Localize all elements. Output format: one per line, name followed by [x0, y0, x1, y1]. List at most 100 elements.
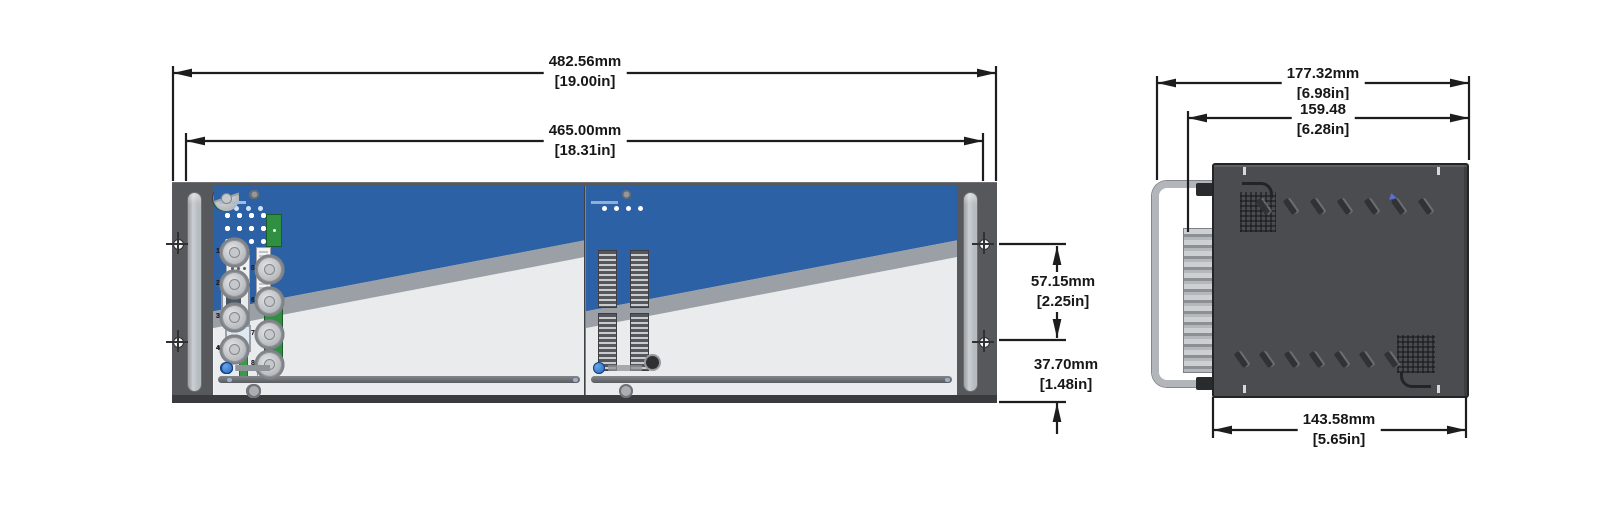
vent-slot [1309, 197, 1325, 216]
dim-value-in: [2.25in] [1036, 293, 1090, 310]
module-handle [219, 376, 234, 383]
channel-label: 1 [216, 248, 220, 255]
rack-handle-left [188, 193, 201, 391]
dim-value-in: [5.65in] [1312, 431, 1366, 448]
channel-label: 6 [251, 297, 255, 304]
led-indicator [261, 226, 266, 231]
channel-label: 8 [251, 360, 255, 367]
channel-label: 1 [216, 248, 220, 255]
led-indicator [249, 239, 254, 244]
channel-label: 5 [251, 265, 255, 272]
dim-side-panel-depth: 159.48 [6.28in] [1291, 100, 1355, 140]
vent-slot [1336, 197, 1352, 216]
side-view-handle [1152, 181, 1217, 387]
dim-front-overall-width: 482.56mm [19.00in] [543, 52, 627, 92]
channel-label: 3 [216, 313, 220, 320]
channel-label: 3 [216, 313, 220, 320]
dim-hole-to-bottom: 37.70mm [1.48in] [1028, 355, 1104, 395]
channel-label: 2 [216, 280, 220, 287]
dim-value-mm: 37.70mm [1033, 356, 1099, 373]
vent-slot [1233, 350, 1249, 369]
dim-value-in: [6.28in] [1296, 121, 1350, 138]
led-indicator [249, 226, 254, 231]
vent-slot [1283, 350, 1299, 369]
bnc-connector [257, 321, 282, 347]
channel-label: 6 [251, 297, 255, 304]
panel-slot [1243, 167, 1246, 175]
vent-mesh-frame [1400, 372, 1431, 388]
channel-label: 7 [251, 330, 255, 337]
channel-label: 6 [251, 297, 255, 304]
screw-icon [618, 384, 633, 398]
channel-label: 7 [251, 330, 255, 337]
channel-label: 2 [216, 280, 220, 287]
channel-label: 4 [216, 345, 220, 352]
brand-logo-icon [592, 362, 605, 374]
channel-label: 2 [216, 280, 220, 287]
led-indicator [613, 206, 619, 211]
led-indicator [625, 206, 631, 211]
terminal-strip [597, 250, 617, 308]
channel-label: 1 [216, 248, 220, 255]
vent-slot [1308, 350, 1324, 369]
channel-label: 2 [216, 280, 220, 287]
vent-slot [1363, 197, 1379, 216]
module-handle [218, 376, 580, 383]
led-indicator [261, 239, 266, 244]
rack-handle-right [964, 193, 977, 391]
channel-label: 3 [216, 313, 220, 320]
vent-slot [1333, 350, 1349, 369]
channel-label: 4 [216, 345, 220, 352]
panel-slot [1437, 385, 1440, 393]
dim-hole-span: 57.15mm [2.25in] [1025, 272, 1101, 312]
bnc-connector [257, 351, 282, 377]
brand-logo-icon [221, 362, 233, 374]
led-indicator [234, 206, 239, 211]
dim-value-in: [19.00in] [554, 73, 616, 90]
brand-text-bar [236, 365, 270, 371]
channel-label: 4 [216, 345, 220, 352]
channel-label: 2 [216, 280, 220, 287]
dim-value-mm: 482.56mm [548, 53, 622, 70]
dim-value-in: [1.48in] [1039, 376, 1093, 393]
channel-label: 2 [216, 280, 220, 287]
dim-front-opening-width: 465.00mm [18.31in] [543, 121, 627, 161]
channel-label: 4 [216, 345, 220, 352]
module-title-bar [590, 201, 618, 204]
bnc-connector [222, 271, 247, 297]
led-indicator [237, 226, 242, 231]
led-indicator [601, 206, 607, 211]
vent-mesh-frame [1242, 182, 1273, 198]
terminal-strip [629, 250, 649, 308]
bnc-connector [222, 239, 247, 265]
dim-value-mm: 465.00mm [548, 122, 622, 139]
dim-side-overall-depth: 177.32mm [6.98in] [1281, 64, 1365, 104]
panel-slot [1243, 385, 1246, 393]
channel-label: 5 [251, 265, 255, 272]
led-indicator [225, 213, 230, 218]
channel-label: 5 [251, 265, 255, 272]
vent-slot [1258, 350, 1274, 369]
side-view-connector-stack [1183, 228, 1214, 373]
smb-connector [645, 356, 659, 369]
channel-label: 8 [251, 360, 255, 367]
side-latch-knob [1196, 183, 1213, 196]
dim-value-mm: 177.32mm [1286, 65, 1360, 82]
channel-label: 3 [216, 313, 220, 320]
mounting-hole-icon [166, 232, 188, 254]
channel-label: 3 [216, 313, 220, 320]
bnc-connector [222, 336, 247, 362]
led-indicator [237, 213, 242, 218]
channel-label: 4 [216, 345, 220, 352]
led-indicator [261, 213, 266, 218]
channel-label: 1 [216, 248, 220, 255]
channel-label: 1 [216, 248, 220, 255]
led-indicator [637, 206, 643, 211]
terminal-strip [597, 313, 617, 371]
channel-label: 1 [216, 248, 220, 255]
vent-slot [1358, 350, 1374, 369]
module-handle [590, 376, 952, 383]
